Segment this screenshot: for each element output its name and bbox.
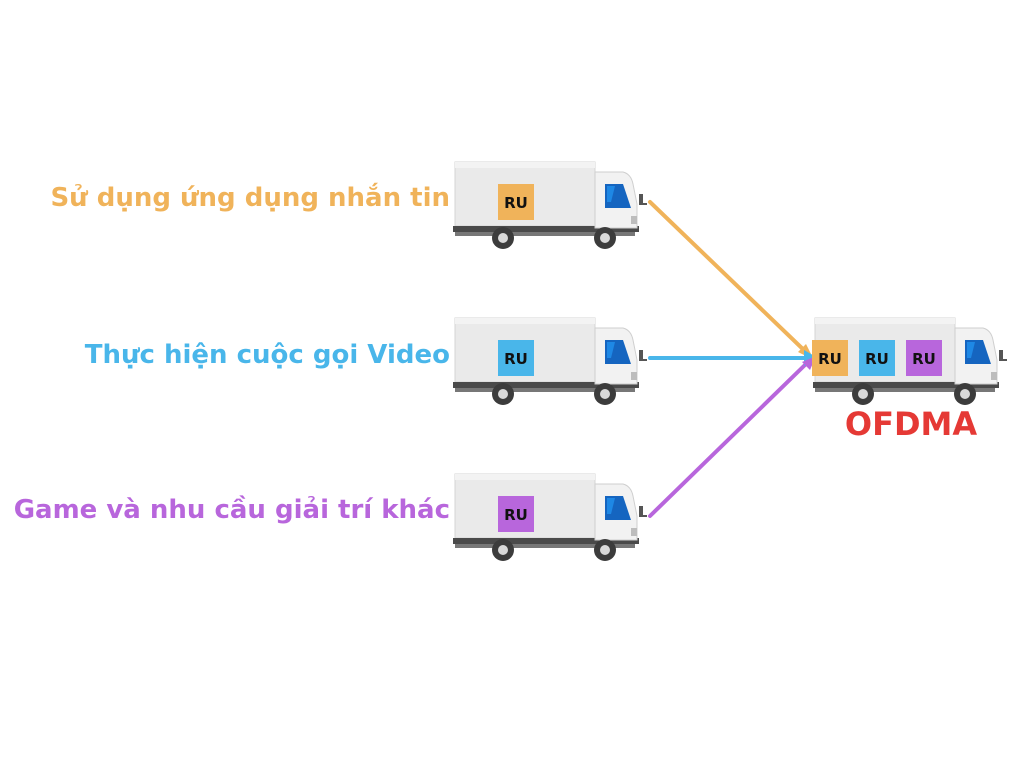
- truck-video-call: [452, 317, 648, 406]
- ru-block-video-call: RU: [498, 340, 534, 376]
- ru-label-video-call: RU: [504, 350, 528, 368]
- ru-label-messaging: RU: [504, 194, 528, 212]
- label-gaming: Game và nhu cầu giải trí khác: [13, 495, 450, 525]
- arrow-gaming: [648, 360, 810, 518]
- ofdma-ru-label-3: RU: [912, 350, 936, 368]
- ru-label-gaming: RU: [504, 506, 528, 524]
- truck-gaming: [452, 473, 648, 562]
- ru-block-messaging: RU: [498, 184, 534, 220]
- truck-messaging: [452, 161, 648, 250]
- ru-block-ofdma-2: RU: [859, 340, 895, 376]
- ofdma-ru-label-1: RU: [818, 350, 842, 368]
- ofdma-ru-label-2: RU: [865, 350, 889, 368]
- arrows: [648, 200, 818, 518]
- label-video-call: Thực hiện cuộc gọi Video: [84, 340, 450, 370]
- ru-block-ofdma-1: RU: [812, 340, 848, 376]
- ru-block-gaming: RU: [498, 496, 534, 532]
- ofdma-title: OFDMA: [844, 405, 978, 443]
- arrow-messaging: [648, 200, 810, 356]
- ru-block-ofdma-3: RU: [906, 340, 942, 376]
- label-messaging: Sử dụng ứng dụng nhắn tin: [50, 183, 450, 213]
